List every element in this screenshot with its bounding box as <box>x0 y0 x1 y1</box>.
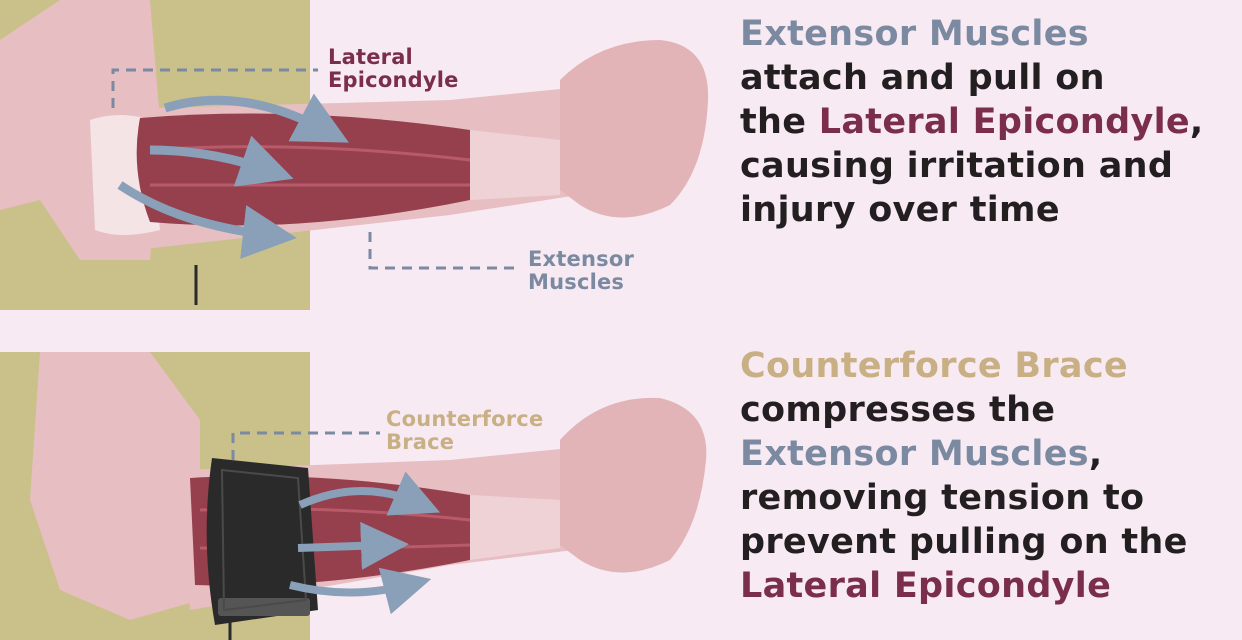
bottom-arm-illustration <box>0 352 707 640</box>
tendon-to-wrist <box>470 495 560 560</box>
highlight-lateral-epicondyle: Lateral Epicondyle <box>740 566 1112 606</box>
pull-arrow <box>163 93 349 143</box>
tendon-to-wrist <box>470 130 560 200</box>
counterforce-brace-strap <box>206 458 318 625</box>
label-line: Extensor <box>528 247 635 271</box>
text-fragment: , <box>1088 434 1103 474</box>
upper-arm <box>30 352 200 620</box>
pull-arrow <box>149 135 294 187</box>
label-line: Brace <box>386 430 455 454</box>
relief-arrow <box>298 471 441 516</box>
leader-line-counterforce-brace <box>231 431 380 460</box>
label-counterforce-brace: Counterforce Brace <box>386 408 543 454</box>
text-line: removing tension to <box>740 478 1145 518</box>
text-line: compresses the <box>740 390 1056 430</box>
text-line: causing irritation and <box>740 146 1174 186</box>
leader-line-extensor-muscles <box>368 232 515 270</box>
text-line: attach and pull on <box>740 58 1105 98</box>
top-explanation: Extensor Muscles attach and pull on the … <box>740 12 1204 232</box>
text-fragment: the <box>740 102 819 142</box>
label-line: Muscles <box>528 270 625 294</box>
text-line: injury over time <box>740 190 1060 230</box>
extensor-muscle-group <box>136 113 485 226</box>
heading-extensor-muscles: Extensor Muscles <box>740 14 1089 54</box>
top-arm-illustration <box>0 0 709 310</box>
label-line: Counterforce <box>386 407 544 431</box>
fist <box>560 40 709 218</box>
label-line: Epicondyle <box>328 68 459 92</box>
heading-counterforce-brace: Counterforce Brace <box>740 346 1128 386</box>
text-line: prevent pulling on the <box>740 522 1188 562</box>
pull-arrow <box>117 181 297 259</box>
bottom-explanation: Counterforce Brace compresses the Extens… <box>740 344 1188 608</box>
highlight-lateral-epicondyle: Lateral Epicondyle <box>818 102 1190 142</box>
relief-arrow <box>297 521 409 570</box>
text-line: Extensor Muscles, <box>740 432 1188 476</box>
highlight-extensor-muscles: Extensor Muscles <box>740 434 1089 474</box>
label-line: Lateral <box>328 45 413 69</box>
label-lateral-epicondyle: Lateral Epicondyle <box>328 46 459 92</box>
fist <box>560 397 707 573</box>
brace-stitching <box>220 468 308 612</box>
leader-line-lateral-epicondyle <box>111 68 318 108</box>
label-extensor-muscles: Extensor Muscles <box>528 248 634 294</box>
text-fragment: , <box>1189 102 1204 142</box>
relief-arrow <box>289 567 432 615</box>
text-line: the Lateral Epicondyle, <box>740 100 1204 144</box>
